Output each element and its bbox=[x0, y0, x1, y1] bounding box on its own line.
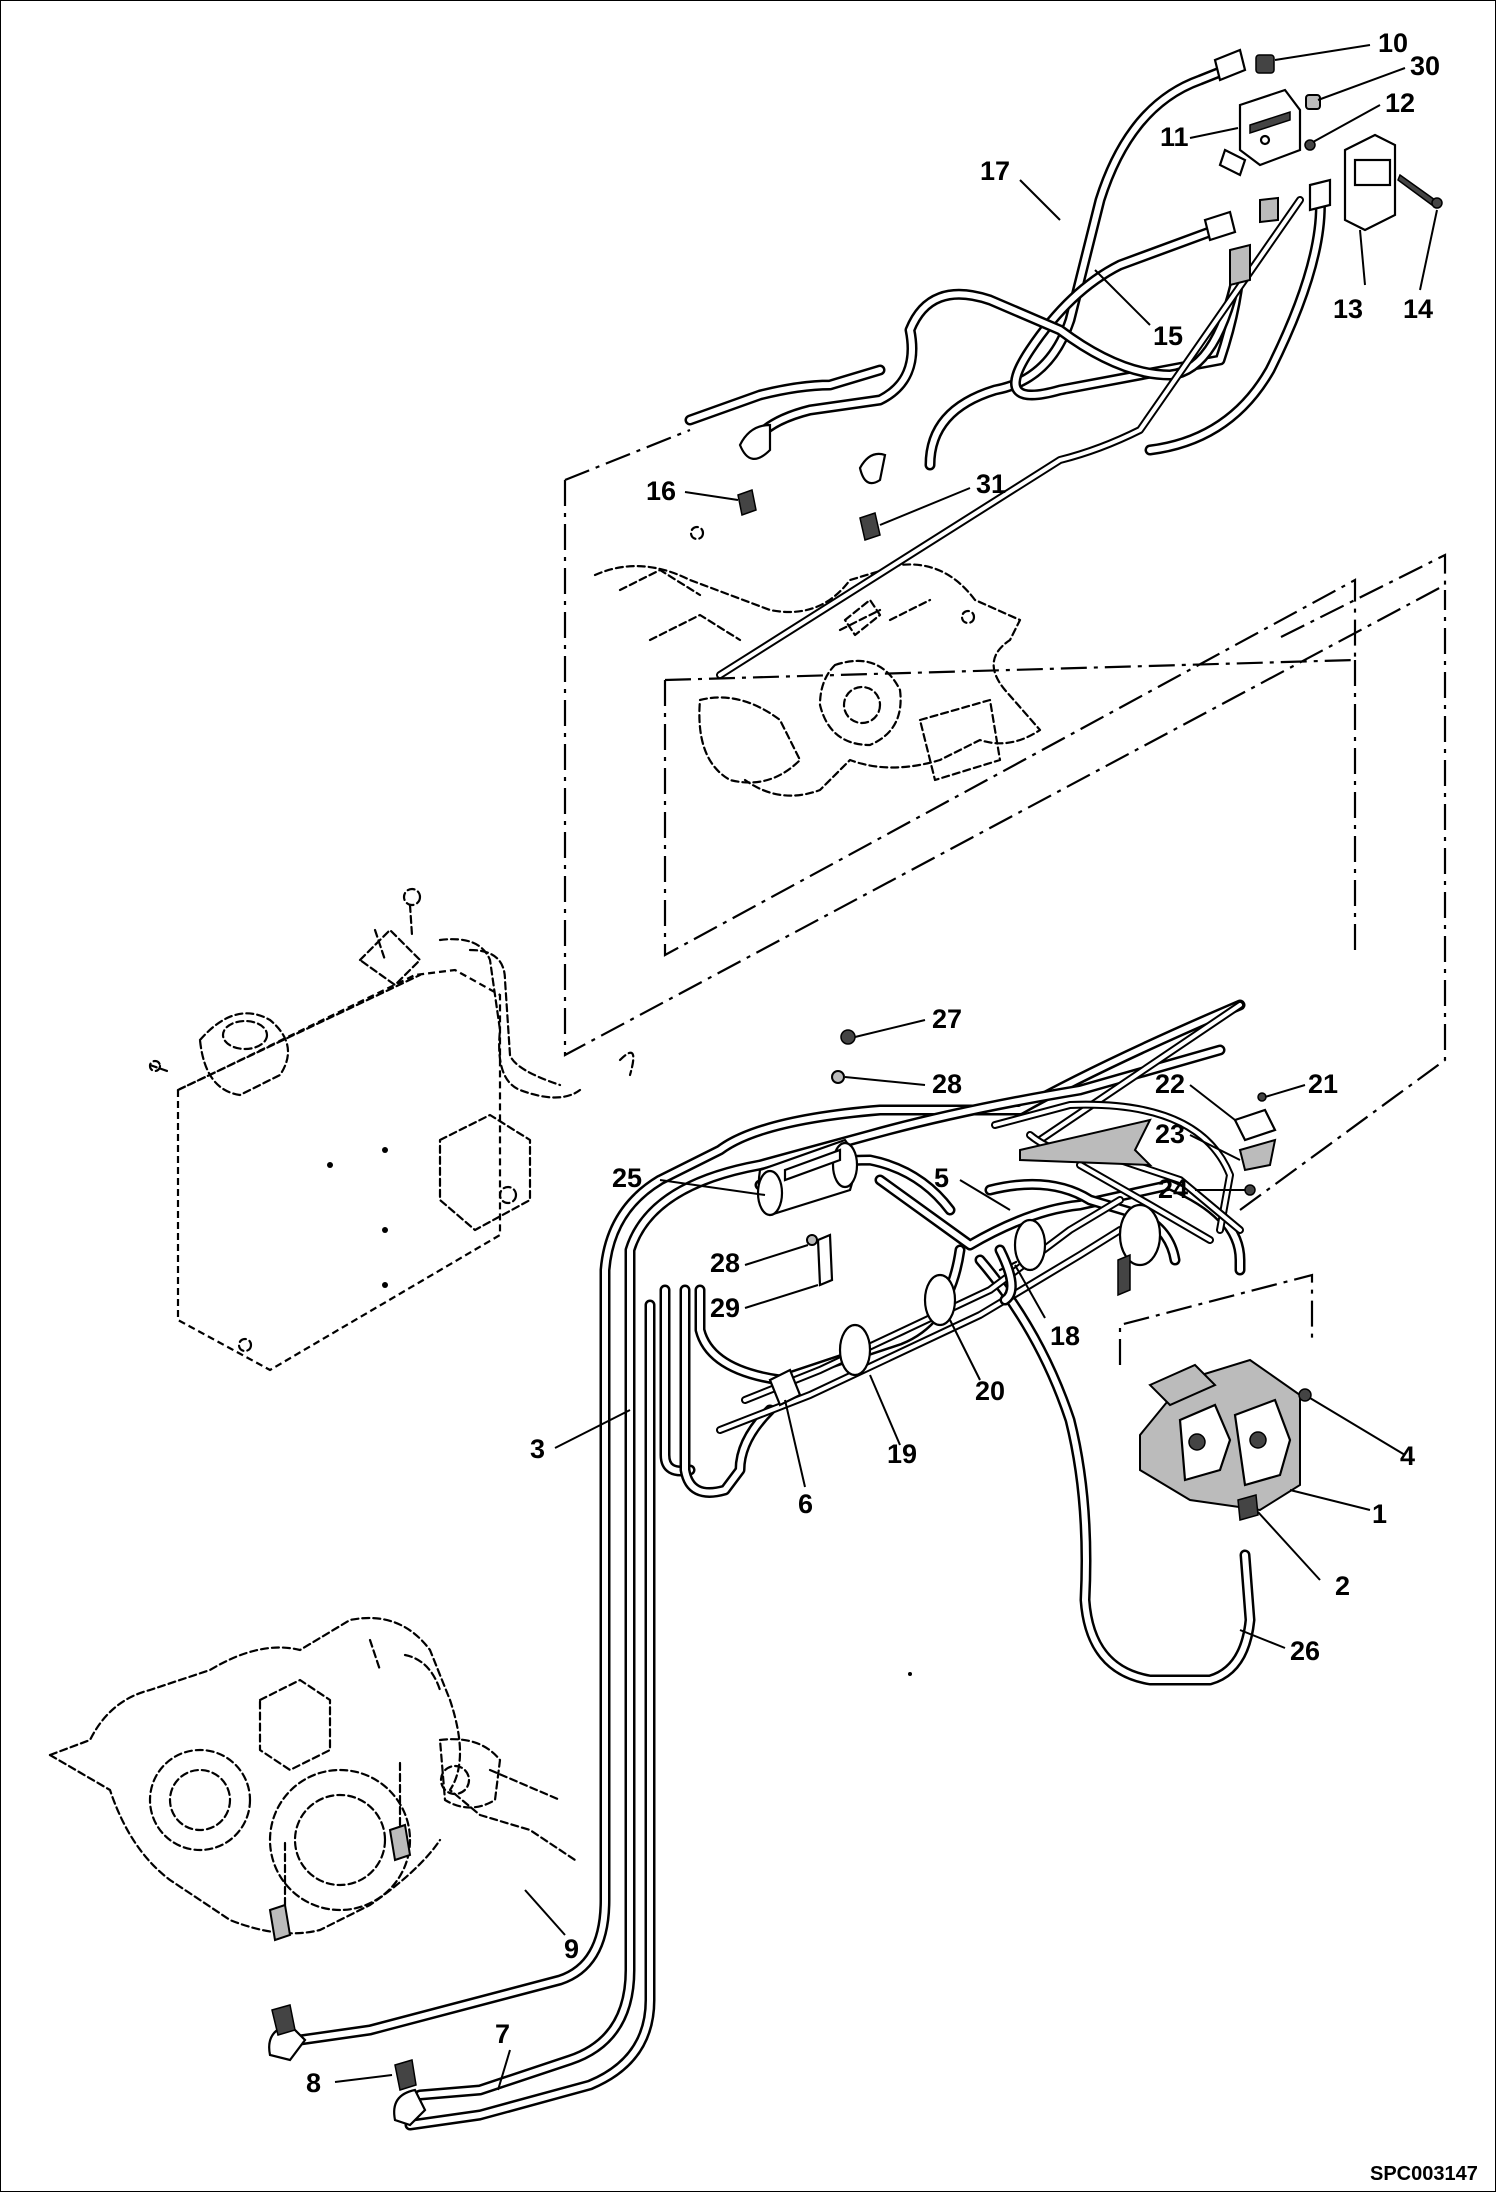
callout-21: 21 bbox=[1308, 1069, 1338, 1099]
callout-22: 22 bbox=[1155, 1069, 1185, 1099]
callout-14: 14 bbox=[1403, 294, 1433, 324]
screw-14 bbox=[1397, 173, 1436, 207]
callout-31: 31 bbox=[976, 469, 1006, 499]
pump-frame bbox=[1118, 1273, 1314, 1365]
fitting-4 bbox=[1298, 1388, 1312, 1402]
clamp-20 bbox=[923, 1273, 957, 1327]
callout-16: 16 bbox=[646, 476, 676, 506]
parts bbox=[268, 48, 1443, 2127]
callout-24: 24 bbox=[1158, 1174, 1188, 1204]
callout-3: 3 bbox=[530, 1434, 545, 1464]
reference-code: SPC003147 bbox=[1370, 2163, 1478, 2185]
callout-10: 10 bbox=[1378, 28, 1408, 58]
valve-block-11 bbox=[1238, 88, 1302, 167]
callout-28a: 28 bbox=[932, 1069, 962, 1099]
inner-axle-frame bbox=[663, 578, 1357, 957]
clamp-18 bbox=[1013, 1218, 1047, 1272]
callout-4: 4 bbox=[1400, 1441, 1415, 1471]
callout-30: 30 bbox=[1410, 51, 1440, 81]
callout-29: 29 bbox=[710, 1293, 740, 1323]
callout-26: 26 bbox=[1290, 1636, 1320, 1666]
fitting-10 bbox=[1255, 54, 1275, 74]
callout-9: 9 bbox=[564, 1934, 579, 1964]
pump-1 bbox=[1139, 1358, 1312, 1521]
callout-8: 8 bbox=[306, 2068, 321, 2098]
callout-20: 20 bbox=[975, 1376, 1005, 1406]
clamp-6 bbox=[768, 1368, 802, 1407]
callout-23: 23 bbox=[1155, 1119, 1185, 1149]
washer-28 bbox=[831, 1070, 845, 1084]
leader-lines bbox=[334, 44, 1438, 2091]
callout-18: 18 bbox=[1050, 1321, 1080, 1351]
callout-17: 17 bbox=[980, 156, 1010, 186]
callout-19: 19 bbox=[887, 1439, 917, 1469]
hoses bbox=[294, 64, 1326, 2131]
clamp-19 bbox=[838, 1323, 872, 1377]
fitting-16 bbox=[737, 489, 757, 516]
callout-1: 1 bbox=[1372, 1499, 1387, 1529]
callout-5: 5 bbox=[934, 1163, 949, 1193]
fitting-31 bbox=[859, 512, 881, 541]
callout-25: 25 bbox=[612, 1163, 642, 1193]
clamp-5b bbox=[1118, 1203, 1162, 1267]
reference-frames bbox=[563, 428, 1447, 1365]
callout-27: 27 bbox=[932, 1004, 962, 1034]
upper-assembly-frame bbox=[563, 428, 1447, 1057]
hose-end-7 bbox=[393, 2088, 427, 2127]
valve-link-line bbox=[1239, 590, 1447, 1211]
callout-6: 6 bbox=[798, 1489, 813, 1519]
axle-phantom bbox=[593, 525, 1042, 797]
callout-15: 15 bbox=[1153, 321, 1183, 351]
callout-28b: 28 bbox=[710, 1248, 740, 1278]
callout-13: 13 bbox=[1333, 294, 1363, 324]
fitting-8 bbox=[394, 2059, 417, 2091]
transmission-phantom bbox=[48, 1616, 577, 1935]
fitting-27 bbox=[840, 1029, 856, 1045]
bracket-22 bbox=[1233, 1108, 1277, 1142]
hydraulic-tank-phantom bbox=[148, 887, 635, 1372]
fitting-30 bbox=[1305, 94, 1321, 110]
callout-2: 2 bbox=[1335, 1571, 1350, 1601]
callout-labels: 10 30 12 11 17 13 14 15 16 31 27 28 21 2… bbox=[306, 28, 1440, 2098]
inner-axle-frame-b bbox=[664, 658, 1356, 682]
fitting-2 bbox=[1237, 1494, 1259, 1521]
bolt-29 bbox=[816, 1233, 834, 1287]
fitting-12 bbox=[1304, 139, 1316, 151]
callout-12: 12 bbox=[1385, 88, 1415, 118]
callout-11: 11 bbox=[1160, 122, 1189, 152]
callout-7: 7 bbox=[495, 2019, 510, 2049]
